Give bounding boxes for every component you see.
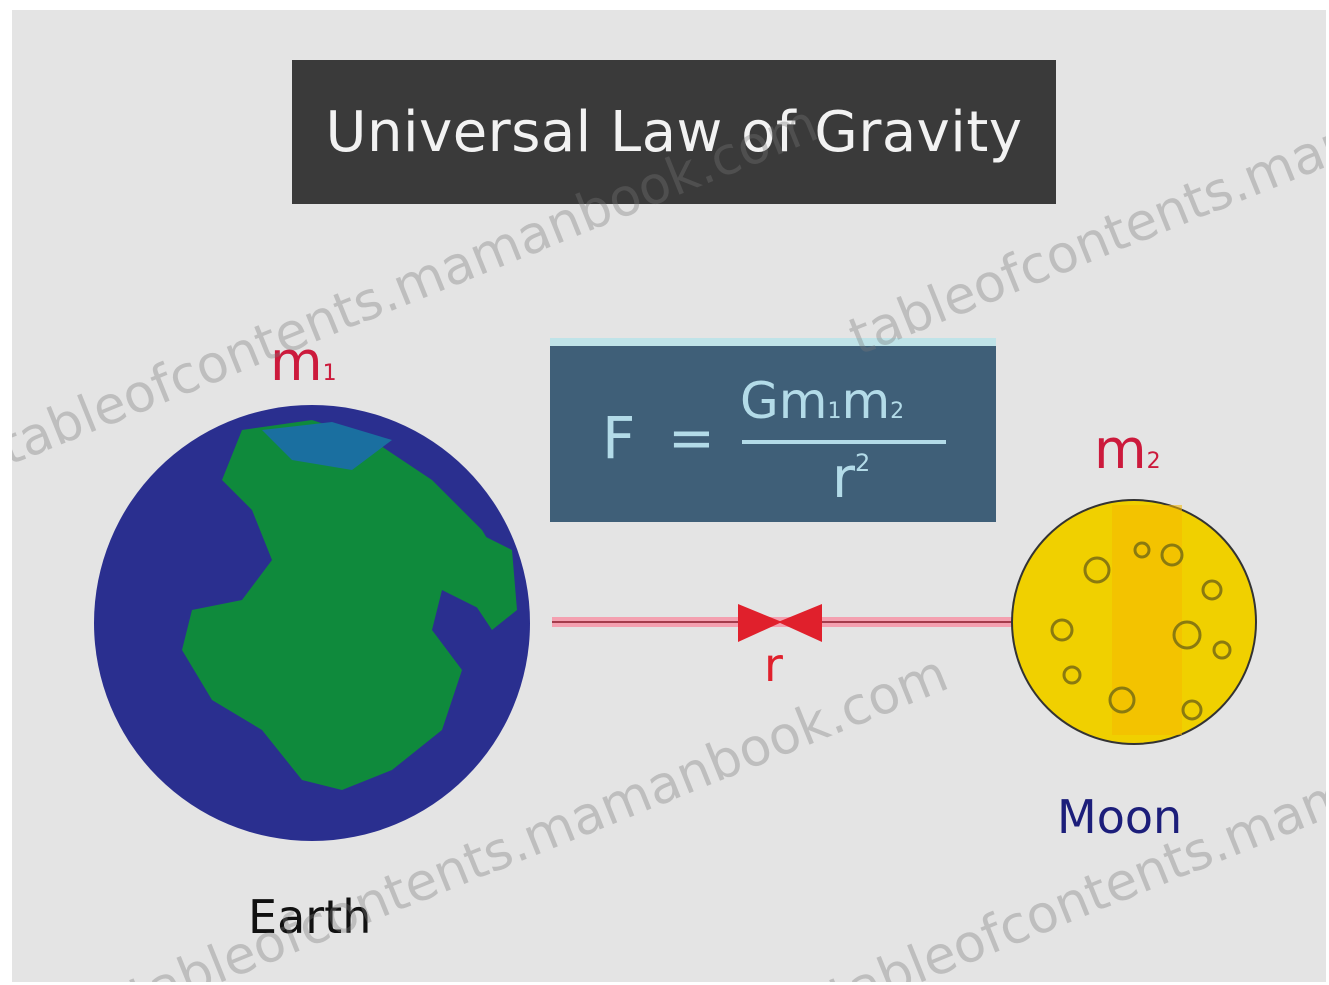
formula-equals: =: [668, 406, 715, 471]
formula-numerator: Gm1m2: [740, 372, 904, 430]
formula-denominator: r2: [832, 446, 870, 511]
distance-label: r: [764, 638, 783, 692]
scene-graphics: [94, 405, 1257, 841]
moon-label: Moon: [1057, 790, 1183, 844]
formula-exp: 2: [855, 449, 871, 477]
diagram-title: Universal Law of Gravity: [325, 99, 1023, 165]
mass1-symbol: m: [270, 330, 323, 393]
mass1-subscript: 1: [322, 361, 337, 386]
mass2-symbol: m: [1094, 418, 1147, 481]
earth-land-east: [472, 530, 517, 630]
earth-land-north: [262, 422, 392, 470]
earth-icon: [94, 405, 530, 841]
diagram-canvas: Universal Law of Gravity F = Gm1m2 r2 m1…: [12, 10, 1326, 982]
formula-r: r: [832, 446, 856, 511]
moon-craters: [1050, 541, 1232, 721]
formula-sub1: 1: [827, 399, 842, 424]
title-banner: Universal Law of Gravity: [292, 60, 1056, 204]
moon-icon: [1011, 499, 1257, 745]
mass1-label: m1: [270, 330, 337, 393]
mass2-subscript: 2: [1146, 449, 1161, 474]
double-arrow-icon: [738, 604, 822, 642]
formula-sub2: 2: [890, 399, 905, 424]
formula-force: F: [602, 404, 636, 472]
earth-land: [182, 420, 512, 790]
formula-m: m: [841, 372, 891, 430]
formula-gm: Gm: [740, 372, 828, 430]
mass2-label: m2: [1094, 418, 1161, 481]
fraction-bar: [742, 440, 946, 444]
earth-label: Earth: [248, 890, 372, 944]
formula-box: F = Gm1m2 r2: [550, 338, 996, 522]
